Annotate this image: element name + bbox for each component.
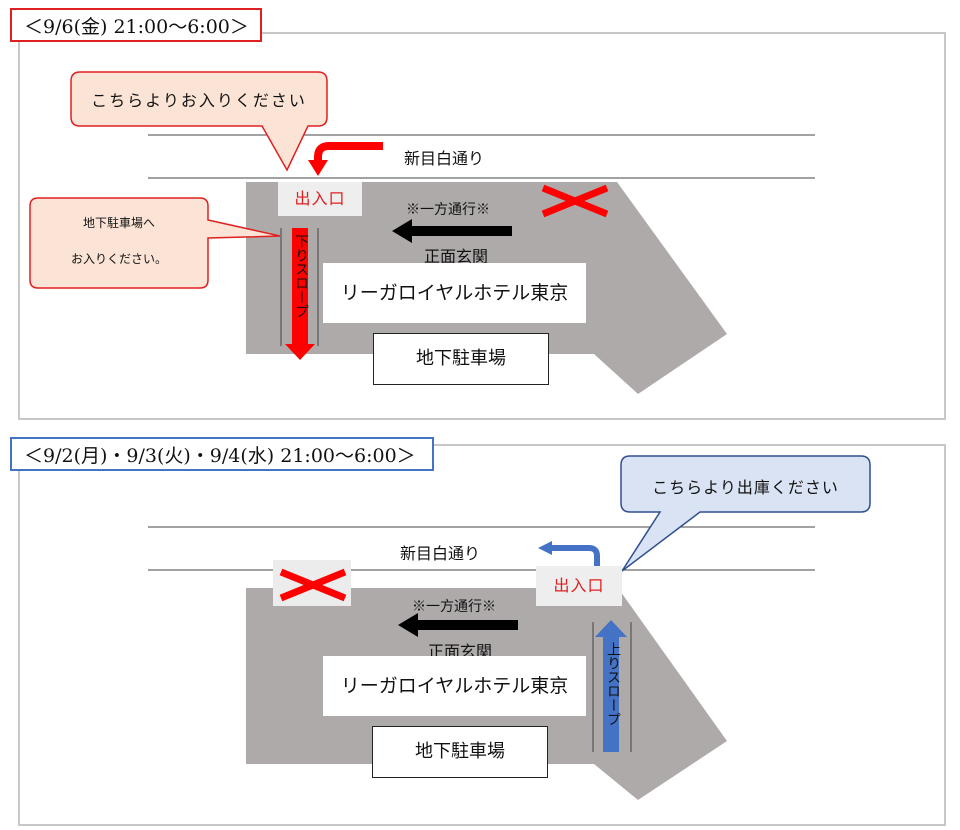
entrance-label: 正面玄関 xyxy=(424,247,489,266)
hotel-label: リーガロイヤルホテル東京 xyxy=(323,263,586,323)
callout-basement xyxy=(29,197,281,289)
entry-arrow xyxy=(314,142,383,162)
parking-label: 地下駐車場 xyxy=(373,333,549,385)
hotel-label-2: リーガロイヤルホテル東京 xyxy=(323,656,586,716)
up-slope-arrow xyxy=(595,620,627,752)
gate-label: 出入口 xyxy=(278,182,362,216)
oneway-label: ※一方通行※ xyxy=(406,202,490,218)
oneway-arrow-2 xyxy=(398,613,418,637)
callout-enter xyxy=(70,71,328,172)
panel-title-sep6: ＜9/6(金) 21:00〜6:00＞ xyxy=(10,8,262,42)
slope-label: 下りスロープ xyxy=(293,234,309,318)
slope-label-2: 上りスロープ xyxy=(605,642,621,726)
road-name: 新目白通り xyxy=(404,149,485,168)
callout-exit xyxy=(620,455,871,572)
down-slope-arrow xyxy=(285,228,315,360)
callout-basement-line1: 地下駐車場へ xyxy=(82,216,155,230)
panel-title-sep2-4: ＜9/2(月)・9/3(火)・9/4(水) 21:00〜6:00＞ xyxy=(10,437,434,471)
parking-label-2: 地下駐車場 xyxy=(372,726,548,778)
exit-arrow xyxy=(550,545,600,566)
callout-exit-text: こちらより出庫ください xyxy=(652,478,839,497)
oneway-label-2: ※一方通行※ xyxy=(412,599,496,615)
gate-label-2: 出入口 xyxy=(536,566,622,606)
callout-enter-text: こちらよりお入りください xyxy=(91,91,307,110)
oneway-arrow xyxy=(392,219,412,243)
road-name-2: 新目白通り xyxy=(400,544,481,563)
callout-basement-line2: お入りください。 xyxy=(70,252,167,266)
